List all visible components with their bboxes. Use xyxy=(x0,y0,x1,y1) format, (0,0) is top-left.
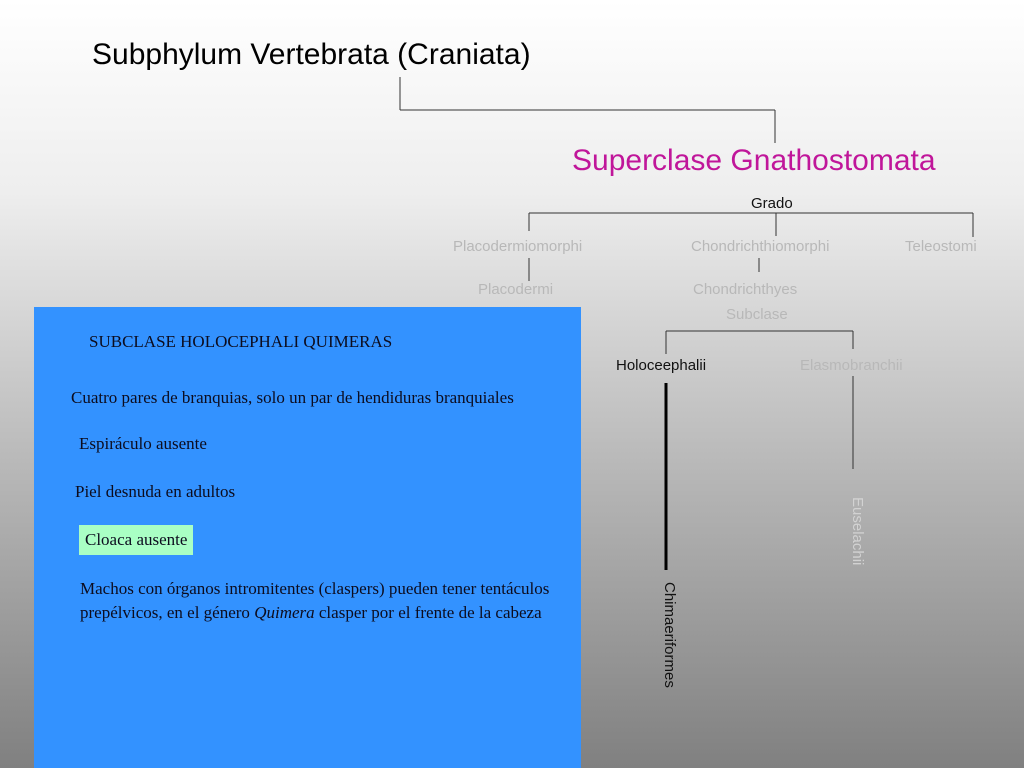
panel-paragraph-part-1: Machos con órganos intromitentes (claspe… xyxy=(80,579,550,622)
panel-paragraph-machos: Machos con órganos intromitentes (claspe… xyxy=(80,577,570,625)
grade-teleostomi: Teleostomi xyxy=(905,238,977,255)
class-placodermi: Placodermi xyxy=(478,281,554,298)
panel-paragraph-genus: Quimera xyxy=(254,603,315,622)
grade-placodermiomorphi: Placodermiomorphi xyxy=(453,238,583,255)
panel-paragraph-part-2: clasper por el frente de la cabeza xyxy=(314,603,542,622)
subclass-elasmobranchii: Elasmobranchii xyxy=(800,357,903,374)
panel-item-cloaca-highlight: Cloaca ausente xyxy=(79,525,194,555)
grado-label: Grado xyxy=(751,195,793,212)
panel-item-piel: Piel desnuda en adultos xyxy=(75,482,236,501)
panel-heading: SUBCLASE HOLOCEPHALI QUIMERAS xyxy=(89,332,393,351)
subclase-label: Subclase xyxy=(726,306,788,323)
panel-item-espiraculo: Espiráculo ausente xyxy=(79,434,207,453)
superclass-label: Superclase Gnathostomata xyxy=(572,144,936,177)
order-euselachii: Euselachii xyxy=(849,497,866,566)
panel-item-branquias: Cuatro pares de branquias, solo un par d… xyxy=(71,388,514,407)
class-chondrichthyes: Chondrichthyes xyxy=(693,281,798,298)
subclass-holoceephalii: Holoceephalii xyxy=(616,357,707,374)
holocephali-info-panel: SUBCLASE HOLOCEPHALI QUIMERAS Cuatro par… xyxy=(34,307,581,768)
order-chimaeriformes: Chimaeriformes xyxy=(661,582,678,688)
page-title: Subphylum Vertebrata (Craniata) xyxy=(92,38,531,71)
grade-chondrichthiomorphi: Chondrichthiomorphi xyxy=(691,238,830,255)
